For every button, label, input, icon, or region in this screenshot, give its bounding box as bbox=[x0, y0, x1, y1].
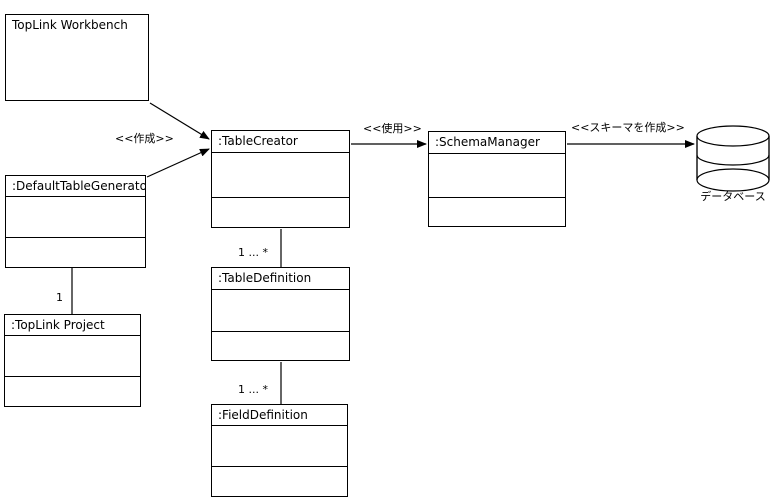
edge-default-table-generator-to-table-creator bbox=[146, 148, 210, 178]
node-field-definition-label: :FieldDefinition bbox=[212, 405, 347, 427]
node-field-definition-operations bbox=[212, 467, 347, 496]
database-label: データベース bbox=[700, 190, 766, 203]
node-table-definition-operations bbox=[212, 332, 349, 360]
node-toplink-project-attributes bbox=[5, 336, 140, 377]
node-table-definition[interactable]: :TableDefinition bbox=[211, 267, 350, 361]
multiplicity-creator-tabledefinition: 1 ... * bbox=[238, 246, 268, 259]
edge-label-create: <<作成>> bbox=[115, 132, 174, 145]
edge-label-create-schema: <<スキーマを作成>> bbox=[571, 121, 685, 134]
node-schema-manager-attributes bbox=[429, 154, 565, 198]
node-table-creator-operations bbox=[212, 198, 349, 227]
node-field-definition-attributes bbox=[212, 426, 347, 467]
node-schema-manager-label: :SchemaManager bbox=[429, 132, 565, 154]
multiplicity-generator-project: 1 bbox=[56, 291, 63, 304]
node-table-definition-attributes bbox=[212, 290, 349, 332]
node-toplink-project[interactable]: :TopLink Project bbox=[4, 314, 141, 407]
node-toplink-project-label: :TopLink Project bbox=[5, 315, 140, 337]
node-default-table-generator-label: :DefaultTableGenerator bbox=[6, 176, 145, 198]
database-cylinder-icon bbox=[696, 125, 770, 192]
node-default-table-generator[interactable]: :DefaultTableGenerator bbox=[5, 175, 146, 268]
node-toplink-project-operations bbox=[5, 377, 140, 406]
node-schema-manager[interactable]: :SchemaManager bbox=[428, 131, 566, 227]
node-toplink-workbench[interactable]: TopLink Workbench bbox=[5, 14, 149, 101]
node-table-definition-label: :TableDefinition bbox=[212, 268, 349, 290]
multiplicity-tabledefinition-fielddefinition: 1 ... * bbox=[238, 383, 268, 396]
node-default-table-generator-attributes bbox=[6, 197, 145, 238]
node-table-creator-label: :TableCreator bbox=[212, 131, 349, 153]
node-schema-manager-operations bbox=[429, 198, 565, 226]
node-toplink-workbench-label: TopLink Workbench bbox=[12, 18, 128, 32]
node-field-definition[interactable]: :FieldDefinition bbox=[211, 404, 348, 497]
node-table-creator-attributes bbox=[212, 153, 349, 198]
node-table-creator[interactable]: :TableCreator bbox=[211, 130, 350, 228]
edge-label-use: <<使用>> bbox=[363, 122, 422, 135]
node-default-table-generator-operations bbox=[6, 238, 145, 267]
